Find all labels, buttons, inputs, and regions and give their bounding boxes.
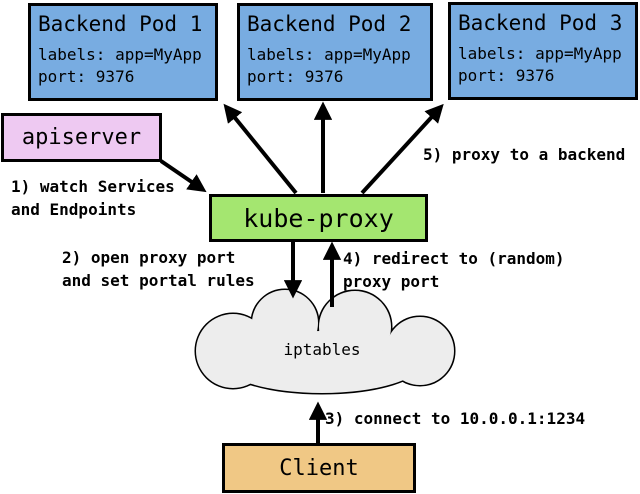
backend-pod-2-box: Backend Pod 2 labels: app=MyApp port: 93… bbox=[237, 3, 433, 101]
iptables-cloud bbox=[194, 288, 456, 395]
backend-pod-1-port: port: 9376 bbox=[38, 67, 135, 86]
backend-pod-2-title: Backend Pod 2 bbox=[247, 12, 412, 36]
annotation-step-2: 2) open proxy port and set portal rules bbox=[62, 248, 255, 290]
apiserver-label: apiserver bbox=[21, 125, 142, 150]
annotation-step-1: 1) watch Services and Endpoints bbox=[11, 177, 175, 219]
apiserver-box: apiserver bbox=[1, 113, 162, 162]
annotation-step-5: 5) proxy to a backend bbox=[423, 145, 626, 164]
backend-pod-1-labels: labels: app=MyApp bbox=[38, 45, 202, 64]
backend-pod-3-labels: labels: app=MyApp bbox=[458, 44, 622, 63]
backend-pod-1-title: Backend Pod 1 bbox=[38, 12, 203, 36]
backend-pod-3-box: Backend Pod 3 labels: app=MyApp port: 93… bbox=[448, 2, 638, 100]
arrow-apiserver-to-kube-proxy bbox=[159, 159, 207, 193]
backend-pod-2-port: port: 9376 bbox=[247, 67, 344, 86]
arrow-kube-proxy-to-pod-3 bbox=[360, 103, 444, 195]
backend-pod-1-box: Backend Pod 1 labels: app=MyApp port: 93… bbox=[28, 3, 218, 101]
backend-pod-3-title: Backend Pod 3 bbox=[458, 11, 623, 35]
client-box: Client bbox=[222, 443, 416, 493]
annotation-step-3: 3) connect to 10.0.0.1:1234 bbox=[325, 409, 586, 428]
arrow-kube-proxy-to-pod-1 bbox=[223, 103, 298, 195]
kube-proxy-box: kube-proxy bbox=[209, 194, 428, 242]
iptables-label: iptables bbox=[283, 340, 361, 359]
backend-pod-2-labels: labels: app=MyApp bbox=[247, 45, 411, 64]
client-label: Client bbox=[279, 455, 359, 481]
backend-pod-3-port: port: 9376 bbox=[458, 66, 555, 85]
annotation-step-4: 4) redirect to (random) proxy port bbox=[343, 249, 565, 291]
kube-proxy-label: kube-proxy bbox=[243, 203, 394, 233]
